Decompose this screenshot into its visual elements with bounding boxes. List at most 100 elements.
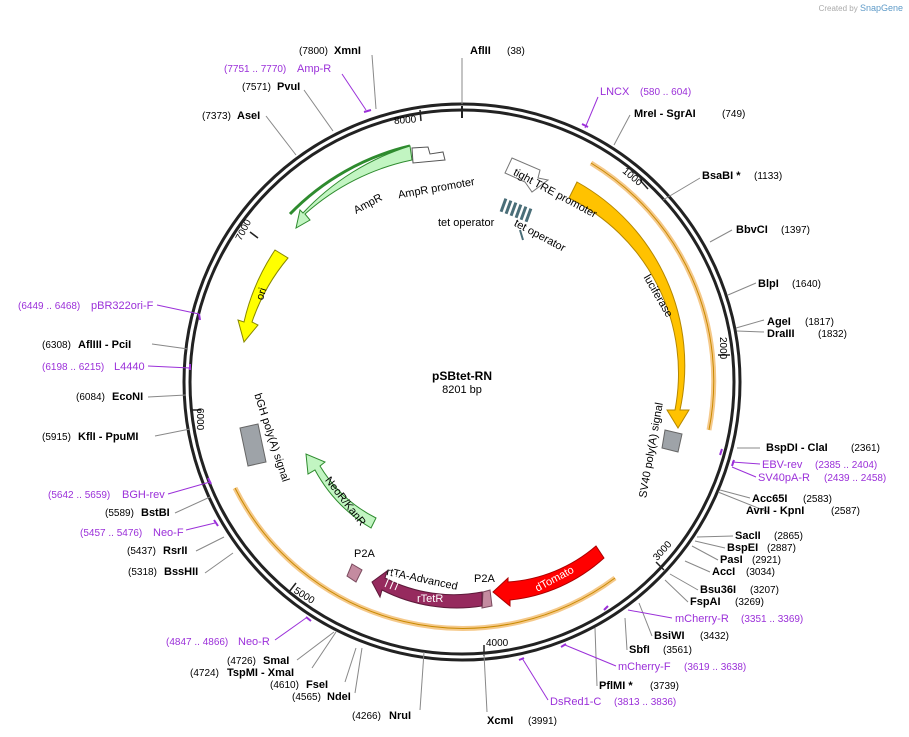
plasmid-name: pSBtet-RN [432,369,492,383]
primer-name-bgh-rev: BGH-rev [122,489,165,501]
bgh-polya-feature [239,423,267,467]
site-name-acc65i: Acc65I [752,493,787,505]
site-pos-sacii: (2865) [774,531,803,542]
site-pos-rsrii: (5437) [127,546,156,557]
site-pos-bsshii: (5318) [128,567,157,578]
primer-name-mcherry-r: mCherry-R [675,613,729,625]
p2a-label-right: P2A [474,573,495,585]
tet-operator-label-2: tet operator [512,217,568,254]
primer-name-pbr322ori-f: pBR322ori-F [91,300,154,312]
site-pos-pasi: (2921) [752,555,781,566]
site-name-pvui: PvuI [277,81,300,93]
ampr-orf-highlight [288,144,411,216]
p2a-feature-right [481,589,493,609]
scale-label-8000: 8000 [394,114,417,127]
site-pos-nrui: (4266) [352,711,381,722]
site-name-acci: AccI [712,566,735,578]
ampr-promoter-label: AmpR promoter [397,176,476,201]
primer-name-l4440: L4440 [114,361,145,373]
site-name-sbfi: SbfI [629,644,650,656]
site-name-bbvci: BbvCI [736,224,768,236]
site-name-kfli-ppumi: KflI - PpuMI [78,431,139,443]
site-name-fspai: FspAI [690,596,721,608]
site-pos-blpi: (1640) [792,279,821,290]
site-name-pflmi: PflMI * [599,680,633,692]
site-name-bspdi-clai: BspDI - ClaI [766,442,828,454]
primer-pos-neo-r: (4847 .. 4866) [166,637,228,648]
site-pos-pvui: (7571) [242,82,271,93]
site-pos-asei: (7373) [202,111,231,122]
tick-3000 [655,561,665,571]
primer-pos-ebv-rev: (2385 .. 2404) [815,460,877,471]
site-pos-ndei: (4565) [292,692,321,703]
site-pos-aflii: (38) [507,46,525,57]
scale-label-3000: 3000 [651,539,674,563]
site-name-bsiwi: BsiWI [654,630,685,642]
site-name-bsu36i: Bsu36I [700,584,736,596]
site-name-xcmi: XcmI [487,715,513,727]
site-pos-mrei-sgrai: (749) [722,109,745,120]
tet-operator-label-1: tet operator [438,217,495,229]
site-pos-acc65i: (2583) [803,494,832,505]
site-name-asei: AseI [237,110,260,122]
neor-kanr-label: NeoR/KanR [322,475,368,529]
tet-operator-array [499,198,533,223]
tick-1000 [639,179,649,190]
primer-name-neo-f: Neo-F [153,527,184,539]
fusion-orf-highlight [232,486,617,631]
neor-kanr-feature [305,453,377,529]
scale-label-2000: 2000 [717,337,728,360]
p2a-label-left: P2A [354,548,375,560]
site-name-draiii: DraIII [767,328,795,340]
primer-name-lncx: LNCX [600,86,630,98]
ampr-feature [295,145,413,229]
site-pos-fsei: (4610) [270,680,299,691]
site-name-fsei: FseI [306,679,328,691]
primer-leader-lines [147,73,761,701]
site-pos-bbvci: (1397) [781,225,810,236]
site-name-agei: AgeI [767,316,791,328]
site-pos-bsiwi: (3432) [700,631,729,642]
luciferase-feature [568,181,690,429]
site-pos-pflmi: (3739) [650,681,679,692]
sv40-polya-label: SV40 poly(A) signal [637,402,666,499]
site-name-bstbi: BstBI [141,507,170,519]
primer-name-dsred1-c: DsRed1-C [550,696,601,708]
tick-8000 [419,109,422,122]
primer-name-sv40pa-r: SV40pA-R [758,472,810,484]
primer-marks [189,109,735,661]
primer-name-neo-r: Neo-R [238,636,270,648]
site-pos-bsabi: (1133) [754,171,782,182]
site-name-mrei-sgrai: MreI - SgrAI [634,108,696,120]
primer-pos-mcherry-f: (3619 .. 3638) [684,662,746,673]
site-pos-afliii-pcii: (6308) [42,340,71,351]
site-leader-lines [147,54,769,713]
credit-prefix: Created by [818,4,858,13]
primer-name-amp-r: Amp-R [297,63,331,75]
ampr-label: AmpR [352,192,385,217]
site-name-pasi: PasI [720,554,743,566]
luciferase-orf-line [590,162,715,431]
site-pos-sbfi: (3561) [663,645,692,656]
site-name-aflii: AflII [470,45,491,57]
primer-pos-dsred1-c: (3813 .. 3836) [614,697,676,708]
rtta-stripes [384,572,402,591]
site-pos-tspmi-xmai: (4724) [190,668,219,679]
rtetr-feature [371,569,483,609]
site-pos-kfli-ppumi: (5915) [42,432,71,443]
tet-operator-single [519,229,524,241]
primer-pos-bgh-rev: (5642 .. 5659) [48,490,110,501]
primer-pos-lncx: (580 .. 604) [640,87,691,98]
primer-pos-amp-r: (7751 .. 7770) [224,64,286,75]
credit-label[interactable]: Created by SnapGene [819,3,903,13]
rtetr-label: rTetR [417,593,443,605]
fusion-orf-line [234,487,616,629]
primer-pos-neo-f: (5457 .. 5476) [80,528,142,539]
site-pos-bspdi-clai: (2361) [851,443,880,454]
site-name-avrii-kpni: AvrII - KpnI [746,505,804,517]
site-pos-fspai: (3269) [735,597,764,608]
site-pos-xcmi: (3991) [528,716,557,727]
site-name-afliii-pcii: AflIII - PciI [78,339,131,351]
scale-label-4000: 4000 [486,638,509,649]
